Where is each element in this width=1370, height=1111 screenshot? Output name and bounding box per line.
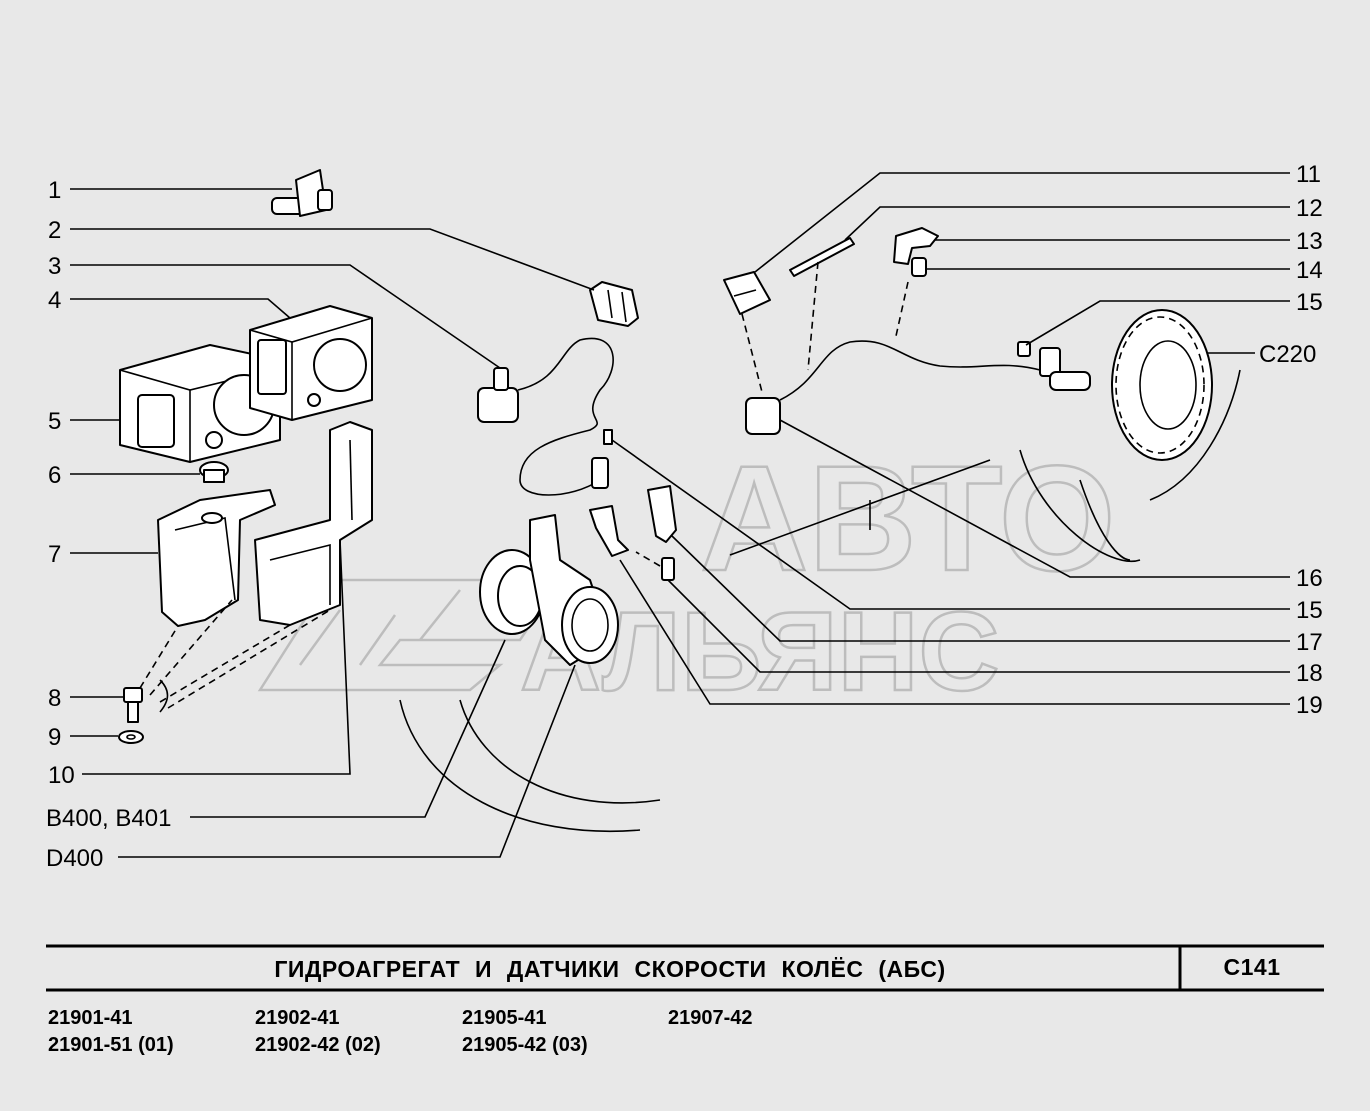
- model-code: 21905-41: [462, 1007, 547, 1029]
- part-abs-hydraulic-unit-small: [249, 305, 373, 421]
- callout-8: 8: [48, 685, 61, 712]
- part-bracket-small: [254, 421, 373, 626]
- callout-7: 7: [48, 541, 61, 568]
- callout-b400-b401: B400, B401: [46, 805, 171, 832]
- part-front-hub-knuckle: [479, 514, 619, 666]
- watermark-line1: АВТО: [700, 434, 1116, 602]
- model-code: 21901-51 (01): [48, 1034, 174, 1056]
- callout-6: 6: [48, 462, 61, 489]
- title-block: ГИДРОАГРЕГАТ И ДАТЧИКИ СКОРОСТИ КОЛЁС (А…: [46, 944, 1324, 992]
- callout-1: 1: [48, 177, 61, 204]
- model-code: 21905-42 (03): [462, 1034, 588, 1056]
- diagram-title: ГИДРОАГРЕГАТ И ДАТЧИКИ СКОРОСТИ КОЛЁС (А…: [274, 956, 945, 982]
- callout-labels-right: 11 12 13 14 15 C220 16 15 17 18 19: [1259, 161, 1323, 719]
- model-code: 21902-41: [255, 1007, 340, 1029]
- callout-11: 11: [1296, 161, 1321, 188]
- part-front-sensor: [589, 429, 677, 581]
- callout-10: 10: [48, 762, 75, 789]
- part-washer: [118, 730, 144, 744]
- page-code: C141: [1224, 954, 1281, 980]
- callout-13: 13: [1296, 228, 1323, 255]
- wheel-arch-outlines: [399, 369, 1241, 832]
- callout-12: 12: [1296, 195, 1323, 222]
- callout-15-upper: 15: [1296, 289, 1323, 316]
- callout-5: 5: [48, 408, 61, 435]
- part-cable-holder: [723, 271, 771, 315]
- callout-c220: C220: [1259, 341, 1316, 368]
- part-grommet: [589, 281, 639, 327]
- callout-d400: D400: [46, 845, 103, 872]
- part-cable-tie: [789, 237, 855, 277]
- leader-lines-left: [70, 188, 595, 858]
- part-bolt: [123, 687, 143, 723]
- part-bracket-13: [893, 227, 939, 265]
- part-bolt-clip: [271, 169, 333, 217]
- leader-lines-right: [611, 172, 1290, 705]
- callout-3: 3: [48, 253, 61, 280]
- part-front-cable-sensor: [745, 340, 1091, 435]
- callout-16: 16: [1296, 565, 1323, 592]
- part-rear-wheel-sensor: [477, 337, 614, 496]
- callout-labels-left: 1 2 3 4 5 6 7 8 9 10 B400, B401 D400: [46, 177, 171, 872]
- callout-9: 9: [48, 724, 61, 751]
- callout-18: 18: [1296, 660, 1323, 687]
- model-code: 21901-41: [48, 1007, 133, 1029]
- callout-15-lower: 15: [1296, 597, 1323, 624]
- watermark-emblem: [257, 578, 563, 692]
- callout-17: 17: [1296, 629, 1323, 656]
- model-code: 21902-42 (02): [255, 1034, 381, 1056]
- part-tone-ring-disc: [1111, 309, 1213, 461]
- callout-2: 2: [48, 217, 61, 244]
- part-bolt-14: [911, 257, 927, 277]
- callout-14: 14: [1296, 257, 1323, 284]
- model-codes: 21901-41 21901-51 (01) 21902-41 21902-42…: [48, 1007, 753, 1056]
- callout-4: 4: [48, 287, 61, 314]
- model-code: 21907-42: [668, 1007, 753, 1029]
- callout-19: 19: [1296, 692, 1323, 719]
- part-rubber-bushing: [199, 461, 229, 483]
- part-bracket-large: [157, 489, 276, 627]
